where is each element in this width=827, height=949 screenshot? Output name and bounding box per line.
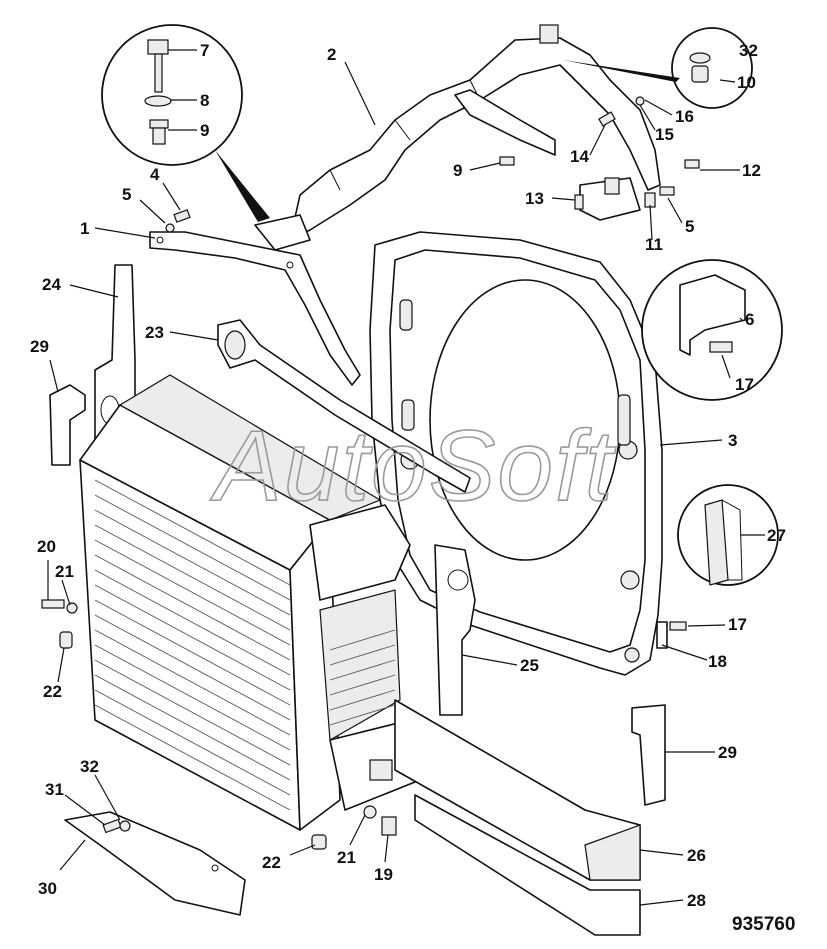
callout-27: 27 bbox=[767, 526, 786, 545]
callout-17b: 17 bbox=[728, 615, 747, 634]
callout-22b: 22 bbox=[262, 853, 281, 872]
reference-number: 935760 bbox=[732, 914, 795, 935]
callout-3: 3 bbox=[728, 431, 737, 450]
mounting-bracket bbox=[149, 231, 361, 386]
callout-16: 16 bbox=[675, 107, 694, 126]
callout-29b: 29 bbox=[718, 743, 737, 762]
callout-14: 14 bbox=[570, 147, 589, 166]
callout-17a: 17 bbox=[735, 375, 754, 394]
callout-18: 18 bbox=[708, 652, 727, 671]
callout-26: 26 bbox=[687, 846, 706, 865]
callout-24: 24 bbox=[42, 275, 61, 294]
detail-nut-circle bbox=[563, 27, 753, 109]
callout-8: 8 bbox=[200, 91, 209, 110]
lower-seal-strips bbox=[394, 699, 641, 936]
callout-19: 19 bbox=[374, 865, 393, 884]
callout-20: 20 bbox=[37, 537, 56, 556]
callout-32a: 32 bbox=[80, 757, 99, 776]
callout-11: 11 bbox=[645, 235, 663, 254]
callout-15: 15 bbox=[655, 125, 674, 144]
callout-4: 4 bbox=[150, 165, 160, 184]
callout-12: 12 bbox=[742, 161, 761, 180]
callout-28: 28 bbox=[687, 891, 706, 910]
stay-rod bbox=[217, 319, 471, 493]
callout-21b: 21 bbox=[337, 848, 356, 867]
callout-5b: 5 bbox=[685, 217, 694, 236]
lower-deflector-plate bbox=[64, 811, 246, 916]
detail-clip-circle bbox=[641, 259, 783, 401]
radiator-fins bbox=[94, 479, 291, 811]
callout-9b: 9 bbox=[453, 161, 462, 180]
foam-block-left bbox=[49, 384, 86, 466]
callout-29a: 29 bbox=[30, 337, 49, 356]
callout-32b: 32 bbox=[739, 41, 758, 60]
detail-seal-circle bbox=[677, 484, 779, 586]
detail-bolt-circle bbox=[101, 24, 270, 222]
callout-30: 30 bbox=[38, 879, 57, 898]
radiator-assembly bbox=[79, 374, 421, 831]
fasteners bbox=[41, 96, 700, 850]
callout-22a: 22 bbox=[43, 682, 62, 701]
radiator-support-frame bbox=[254, 24, 661, 251]
callout-1: 1 bbox=[80, 219, 89, 238]
watermark-text: AutoSoft bbox=[210, 410, 617, 522]
callout-13: 13 bbox=[525, 189, 544, 208]
callout-21a: 21 bbox=[55, 562, 74, 581]
leader-lines bbox=[47, 49, 765, 906]
oil-cooler-fins bbox=[329, 629, 396, 726]
callout-2: 2 bbox=[327, 45, 336, 64]
foam-block-right bbox=[631, 704, 666, 806]
callout-10: 10 bbox=[737, 73, 756, 92]
callout-23: 23 bbox=[145, 323, 164, 342]
callout-31: 31 bbox=[45, 780, 64, 799]
callout-25: 25 bbox=[520, 656, 539, 675]
callout-6: 6 bbox=[745, 310, 754, 329]
callout-5a: 5 bbox=[122, 185, 131, 204]
callout-labels: 1 2 3 4 5 5 6 7 8 9 9 10 11 12 13 14 15 … bbox=[30, 41, 786, 910]
callout-7: 7 bbox=[200, 41, 209, 60]
callout-9a: 9 bbox=[200, 121, 209, 140]
air-baffle-plate bbox=[434, 544, 476, 716]
